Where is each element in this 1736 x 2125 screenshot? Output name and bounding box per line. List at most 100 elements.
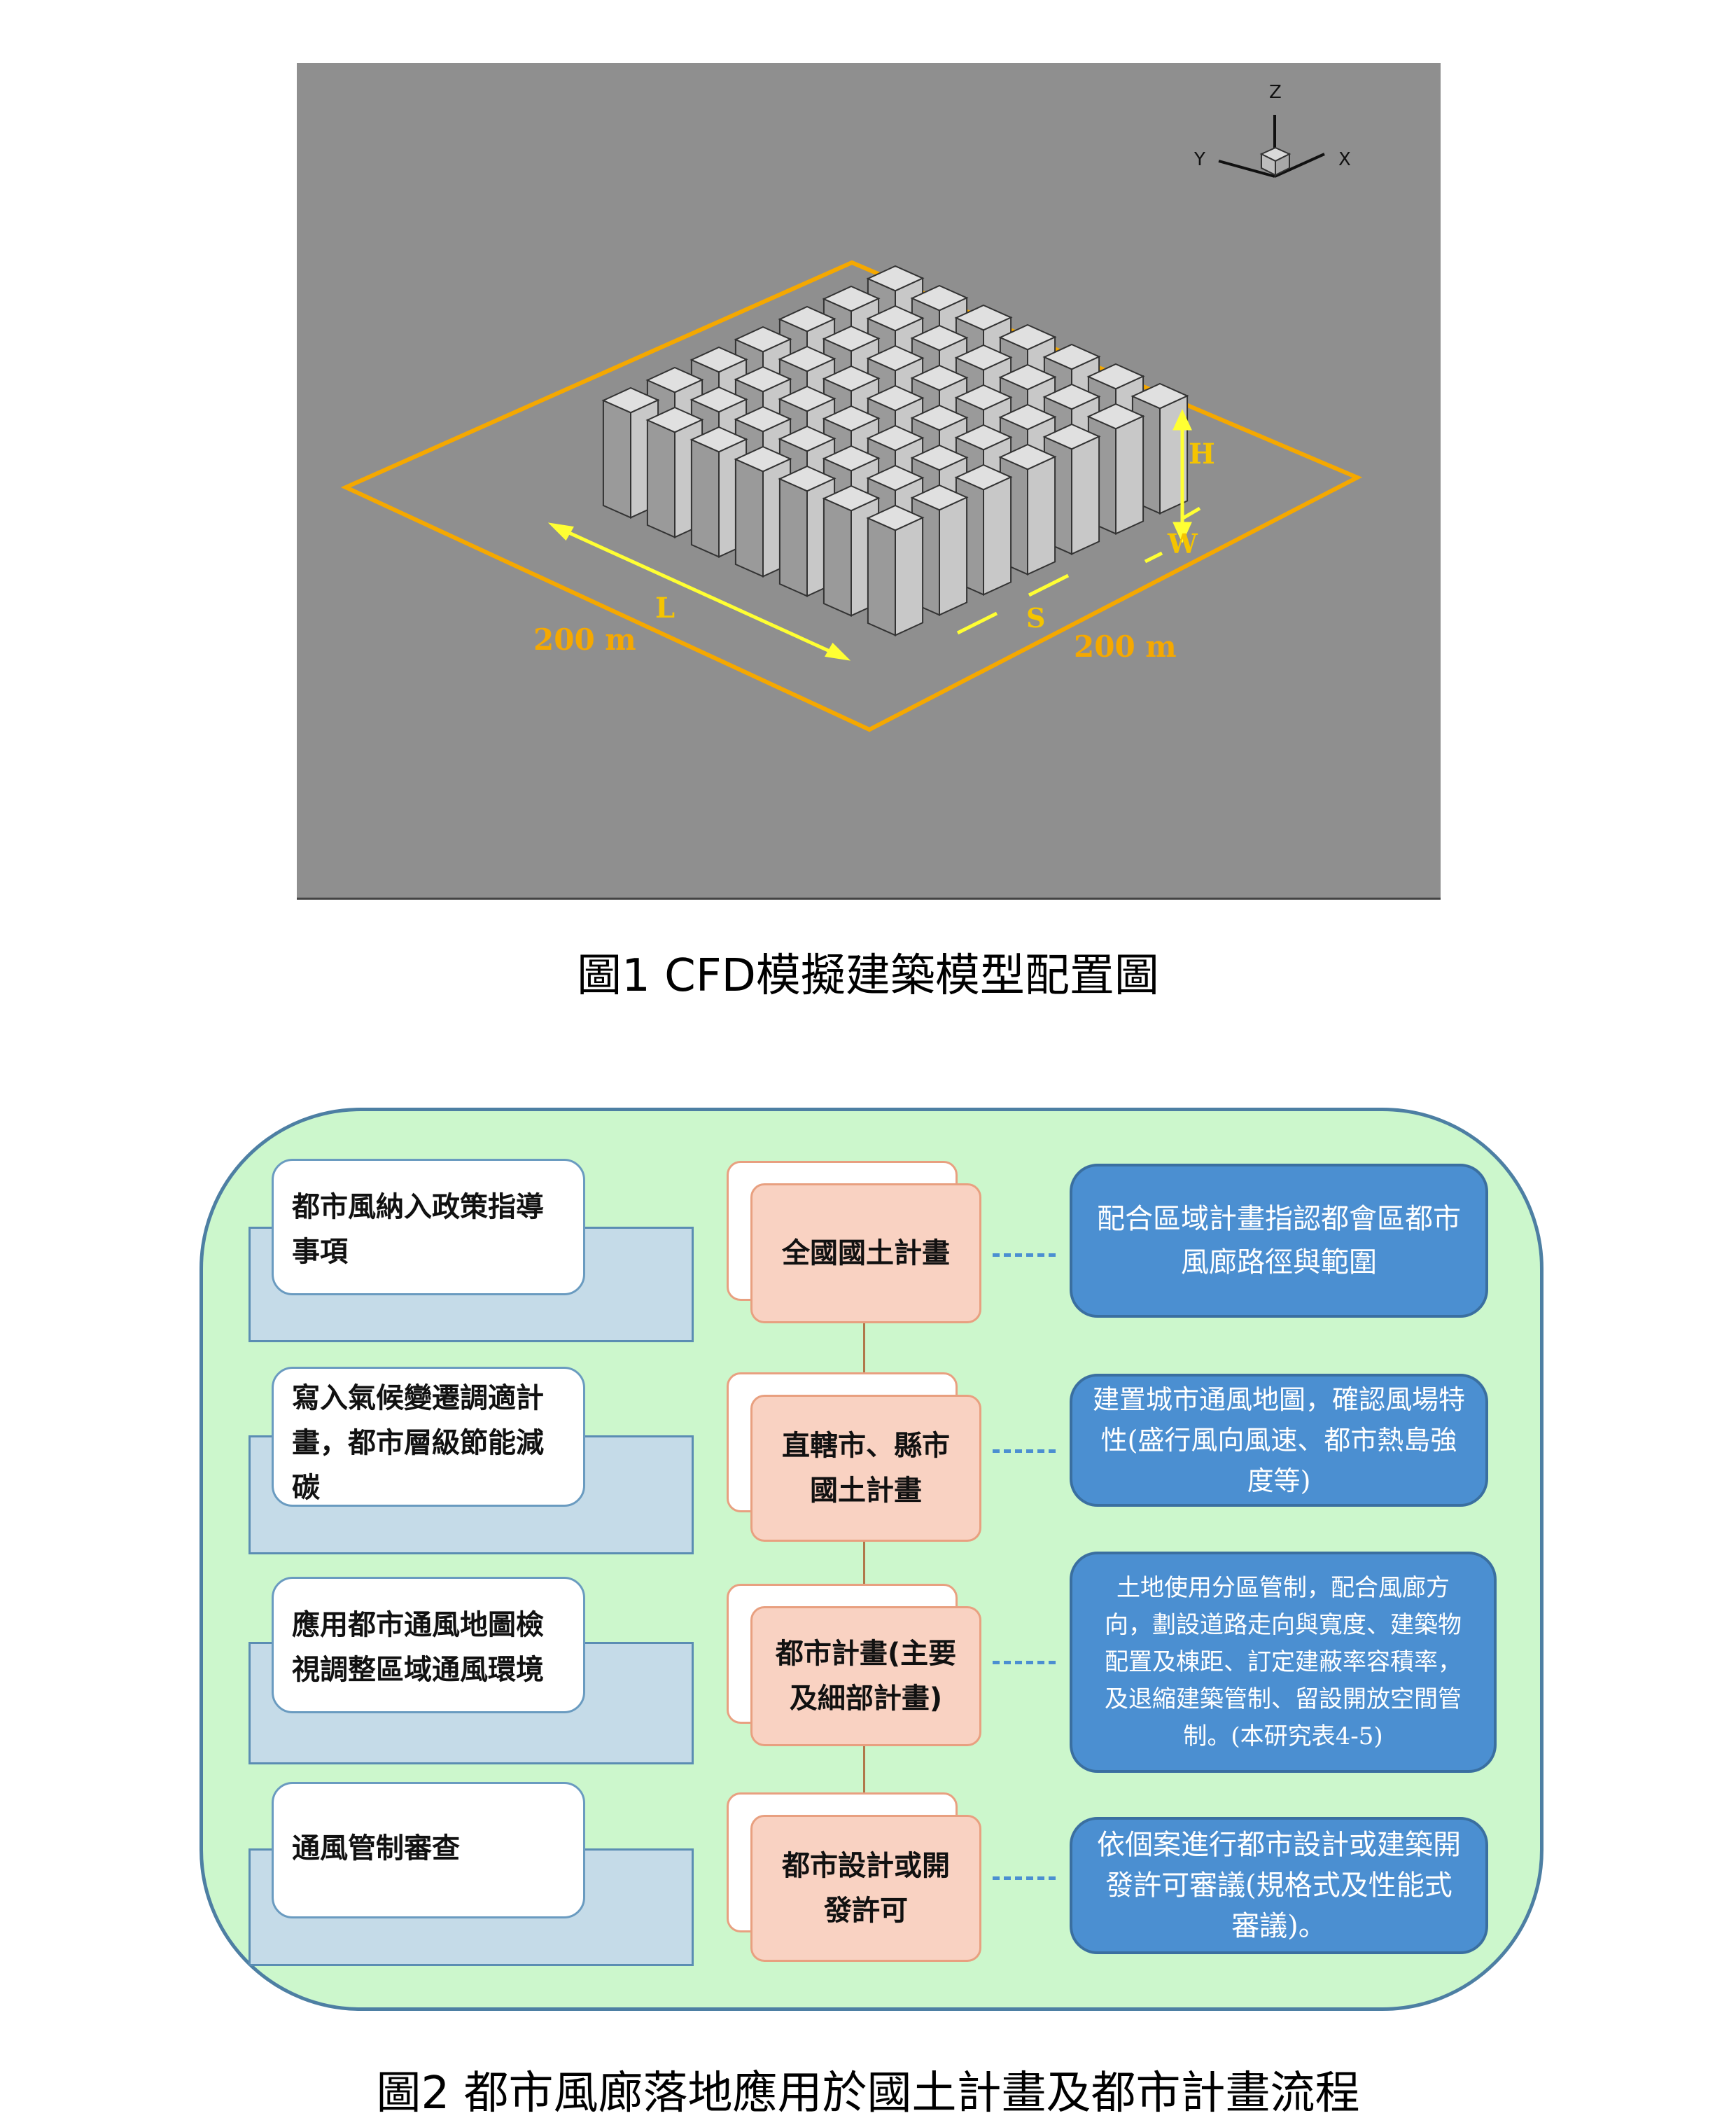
cfd-model-figure: Z Y X H W L S 200 m 200 m bbox=[297, 63, 1441, 900]
z-axis-label: Z bbox=[1269, 82, 1282, 103]
ventilation-control-text: 通風管制審查 bbox=[292, 1832, 460, 1865]
land-use-control-description-text: 土地使用分區管制，配合風廊方向，劃設道路走向與寬度、建築物配置及棟距、訂定建蔽率… bbox=[1105, 1573, 1462, 1750]
building-array bbox=[601, 265, 1189, 636]
y-axis bbox=[1218, 160, 1275, 178]
building-left-face bbox=[778, 478, 808, 597]
width-dimension-line-2 bbox=[1144, 551, 1163, 564]
building-top-face bbox=[954, 424, 1013, 451]
building-right-face bbox=[939, 496, 968, 616]
building-top-face bbox=[690, 426, 748, 453]
building-top-face bbox=[910, 484, 969, 511]
building-top-face bbox=[778, 345, 836, 372]
building-right-face bbox=[1027, 455, 1056, 576]
municipal-plan-text: 直轄市、縣市國土計畫 bbox=[782, 1430, 950, 1507]
building-top-face bbox=[866, 464, 925, 492]
cfd-model-canvas: Z Y X H W L S 200 m 200 m bbox=[340, 82, 1363, 732]
urban-plan-box: 都市計畫(主要及細部計畫) bbox=[750, 1606, 981, 1746]
right-dimension-label: 200 m bbox=[1074, 629, 1177, 664]
land-use-control-description: 土地使用分區管制，配合風廊方向，劃設道路走向與寬度、建築物配置及棟距、訂定建蔽率… bbox=[1070, 1552, 1497, 1773]
building-top-face bbox=[822, 445, 881, 472]
length-label: L bbox=[655, 592, 675, 625]
height-label: H bbox=[1189, 438, 1215, 471]
building-top-face bbox=[601, 386, 660, 414]
building-top-face bbox=[998, 323, 1057, 351]
design-review-description: 依個案進行都市設計或建築開發許可審議(規格式及性能式審議)。 bbox=[1070, 1817, 1488, 1954]
building-top-face bbox=[734, 405, 792, 433]
building-top-face bbox=[998, 363, 1057, 391]
axis-indicator bbox=[1218, 115, 1325, 178]
building-left-face bbox=[646, 419, 676, 538]
building-top-face bbox=[734, 326, 792, 353]
building-top-face bbox=[910, 444, 969, 471]
urban-design-text: 都市設計或開發許可 bbox=[782, 1850, 950, 1927]
length-dimension-line bbox=[560, 527, 837, 656]
building-top-face bbox=[734, 445, 792, 473]
municipal-plan-box: 直轄市、縣市國土計畫 bbox=[750, 1395, 981, 1542]
building-top-face bbox=[998, 403, 1057, 431]
dash-connector bbox=[993, 1253, 1056, 1257]
width-dimension-line bbox=[1182, 506, 1201, 520]
height-arrow-top bbox=[1172, 408, 1192, 431]
axis-cube-right bbox=[1275, 153, 1290, 176]
building-top-face bbox=[778, 305, 836, 333]
building-top-face bbox=[1130, 382, 1189, 410]
building-top-face bbox=[690, 346, 748, 373]
building-top-face bbox=[910, 284, 969, 312]
building-top-face bbox=[645, 366, 704, 393]
building-top-face bbox=[866, 265, 925, 292]
building-top-face bbox=[866, 384, 925, 412]
site-boundary bbox=[340, 260, 1363, 732]
figure1-caption: 圖1 CFD模擬建築模型配置圖 bbox=[577, 950, 1159, 1002]
building-top-face bbox=[1086, 363, 1145, 390]
building-top-face bbox=[822, 405, 881, 432]
ventilation-review-text: 應用都市通風地圖檢視調整區域通風環境 bbox=[292, 1609, 544, 1686]
dash-connector bbox=[993, 1876, 1056, 1880]
design-review-description-text: 依個案進行都市設計或建築開發許可審議(規格式及性能式審議)。 bbox=[1097, 1829, 1461, 1942]
building-top-face bbox=[822, 325, 881, 352]
ventilation-map-description-text: 建置城市通風地圖，確認風場特性(盛行風向風速、都市熱島強度等) bbox=[1092, 1384, 1465, 1496]
building-left-face bbox=[602, 399, 631, 519]
spacing-dimension-line-2 bbox=[1028, 573, 1070, 597]
building-top-face bbox=[910, 404, 969, 431]
connector-line-1 bbox=[863, 1322, 865, 1406]
national-plan-description-text: 配合區域計畫指認都會區都市風廊路徑與範圍 bbox=[1097, 1203, 1461, 1279]
urban-design-box: 都市設計或開發許可 bbox=[750, 1815, 981, 1962]
climate-adaptation-box: 寫入氣候變遷調適計畫，都市層級節能減碳 bbox=[272, 1367, 585, 1507]
length-arrow-end bbox=[825, 642, 851, 661]
building-top-face bbox=[954, 344, 1013, 371]
building-top-face bbox=[645, 406, 704, 433]
building-top-face bbox=[690, 386, 748, 413]
spacing-label: S bbox=[1026, 602, 1045, 634]
building-top-face bbox=[734, 365, 792, 393]
ventilation-control-box: 通風管制審查 bbox=[272, 1782, 585, 1918]
building-left-face bbox=[690, 438, 720, 558]
connector-line-3 bbox=[863, 1743, 865, 1827]
national-plan-description: 配合區域計畫指認都會區都市風廊路徑與範圍 bbox=[1070, 1164, 1488, 1318]
figure2-caption: 圖2 都市風廊落地應用於國土計畫及都市計畫流程 bbox=[376, 2068, 1360, 2119]
policy-text: 都市風納入政策指導事項 bbox=[292, 1191, 544, 1268]
y-axis-label: Y bbox=[1194, 149, 1205, 170]
dash-connector bbox=[993, 1661, 1056, 1664]
building-top-face bbox=[778, 465, 836, 492]
building-top-face bbox=[998, 443, 1057, 471]
building-top-face bbox=[778, 425, 836, 452]
building-top-face bbox=[1086, 403, 1145, 430]
building-top-face bbox=[954, 464, 1013, 491]
building-top-face bbox=[1042, 383, 1101, 410]
building-left-face bbox=[734, 458, 764, 578]
ventilation-map-description: 建置城市通風地圖，確認風場特性(盛行風向風速、都市熱島強度等) bbox=[1070, 1374, 1488, 1507]
building-top-face bbox=[822, 365, 881, 392]
building-top-face bbox=[866, 504, 925, 531]
building-left-face bbox=[822, 497, 852, 617]
building-top-face bbox=[954, 384, 1013, 411]
building-top-face bbox=[954, 304, 1013, 331]
building-top-face bbox=[866, 424, 925, 452]
width-label: W bbox=[1167, 528, 1198, 559]
building-right-face bbox=[1115, 414, 1144, 535]
building-top-face bbox=[910, 364, 969, 391]
building-left-face bbox=[867, 517, 896, 636]
building-top-face bbox=[822, 485, 881, 512]
height-arrow-bottom bbox=[1172, 522, 1192, 544]
building-top-face bbox=[1042, 343, 1101, 370]
